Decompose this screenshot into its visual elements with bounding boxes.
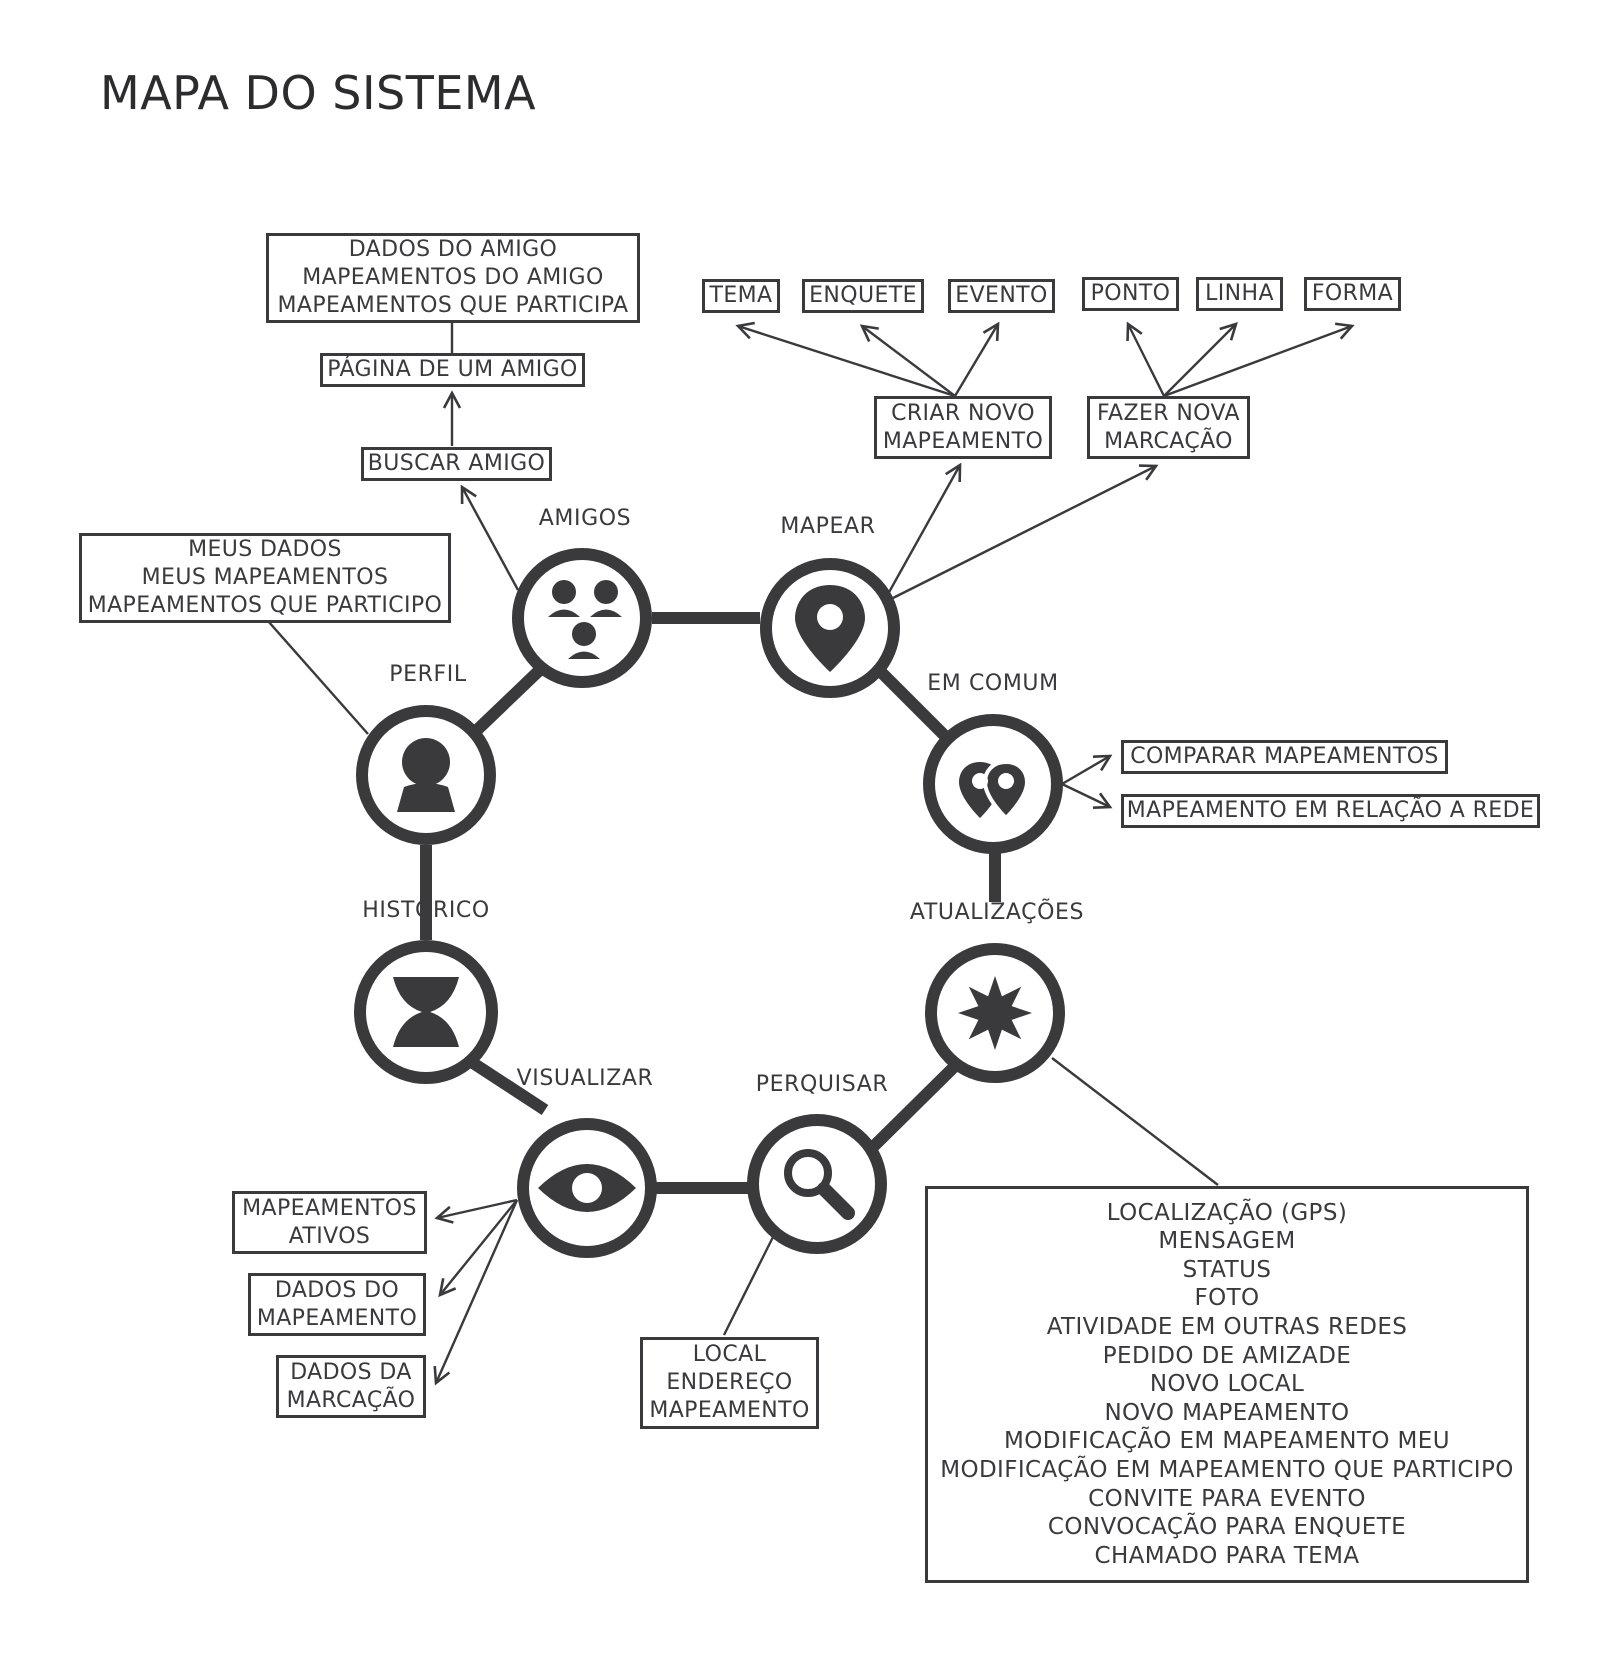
box-enquete: ENQUETE xyxy=(802,279,924,313)
arrow-to-dados-marcacao xyxy=(433,1199,519,1386)
box-forma: FORMA xyxy=(1304,277,1401,311)
list-item: CONVITE PARA EVENTO xyxy=(1088,1485,1366,1512)
list-item: NOVO LOCAL xyxy=(1149,1371,1305,1398)
box-line: ENDEREÇO xyxy=(666,1370,793,1395)
box-fazer-nova-marcacao: FAZER NOVA MARCAÇÃO xyxy=(1087,396,1250,459)
box-ponto: PONTO xyxy=(1082,277,1179,311)
label-em-comum: EM COMUM xyxy=(927,671,1059,696)
label-visualizar: VISUALIZAR xyxy=(516,1066,654,1091)
list-item: STATUS xyxy=(1182,1256,1272,1283)
hourglass-icon xyxy=(393,977,459,1047)
connector-atualizacoes-perquisar xyxy=(869,1060,961,1151)
box-meus-dados: MEUS DADOS MEUS MAPEAMENTOS MAPEAMENTOS … xyxy=(79,533,451,623)
box-local-endereco: LOCAL ENDEREÇO MAPEAMENTO xyxy=(640,1337,819,1429)
box-amigo-dados: DADOS DO AMIGO MAPEAMENTOS DO AMIGO MAPE… xyxy=(266,233,640,323)
box-pagina-amigo: PÁGINA DE UM AMIGO xyxy=(320,353,585,387)
list-item: FOTO xyxy=(1194,1285,1260,1312)
box-tema: TEMA xyxy=(702,279,780,313)
node-perquisar xyxy=(747,1114,887,1254)
overlapping-pins-icon xyxy=(959,759,1030,821)
arrow-to-evento xyxy=(953,321,1000,397)
arrow-to-fazer-nova xyxy=(892,464,1159,600)
arrow-to-ponto xyxy=(1126,321,1166,397)
box-line: DADOS DO AMIGO xyxy=(348,237,558,262)
ring-connectors xyxy=(420,612,1001,1194)
list-item: MODIFICAÇÃO EM MAPEAMENTO QUE PARTICIPO xyxy=(940,1456,1514,1483)
box-line: MARCAÇÃO xyxy=(1104,428,1233,454)
label-perfil: PERFIL xyxy=(389,662,467,687)
magnifier-icon xyxy=(784,1149,855,1220)
list-item: NOVO MAPEAMENTO xyxy=(1104,1399,1350,1426)
box-line: MEUS MAPEAMENTOS xyxy=(141,565,389,590)
connector-visualizar-historico xyxy=(469,1057,549,1116)
thin-connectors xyxy=(267,321,1355,1386)
arrow-to-buscar-amigo xyxy=(460,484,520,591)
arrow-to-dados-mapeamento xyxy=(438,1199,518,1298)
box-line: MAPEAMENTO xyxy=(256,1305,418,1331)
eye-icon xyxy=(538,1164,636,1212)
box-comparar-mapeamentos: COMPARAR MAPEAMENTOS xyxy=(1121,740,1448,774)
list-item: PEDIDO DE AMIZADE xyxy=(1102,1342,1352,1369)
box-line: LOCAL xyxy=(692,1342,767,1367)
box-line: MAPEAMENTOS QUE PARTICIPO xyxy=(87,593,443,618)
arrow-to-criar-novo xyxy=(886,462,962,595)
box-line: MAPEAMENTO xyxy=(649,1398,810,1423)
label-historico: HISTÓRICO xyxy=(362,898,490,923)
map-pin-icon xyxy=(795,585,865,672)
box-line: MAPEAMENTOS xyxy=(242,1195,417,1221)
box-criar-novo-mapeamento: CRIAR NOVO MAPEAMENTO xyxy=(874,396,1052,459)
box-line: ATIVOS xyxy=(288,1223,371,1249)
list-item: CHAMADO PARA TEMA xyxy=(1094,1542,1360,1569)
box-dados-marcacao: DADOS DA MARCAÇÃO xyxy=(276,1355,426,1418)
box-evento: EVENTO xyxy=(948,279,1055,313)
arrow-to-linha xyxy=(1163,322,1238,397)
list-item: LOCALIZAÇÃO (GPS) xyxy=(1106,1199,1348,1226)
list-item: MODIFICAÇÃO EM MAPEAMENTO MEU xyxy=(1004,1428,1450,1455)
star-burst-icon xyxy=(958,976,1032,1050)
box-line: MARCAÇÃO xyxy=(286,1387,416,1413)
user-icon xyxy=(397,738,455,812)
arrow-to-forma xyxy=(1163,322,1355,398)
link-local-endereco xyxy=(722,1236,775,1336)
connector-mapear-em-comum xyxy=(872,663,955,746)
arrow-to-tema xyxy=(735,321,956,398)
arrow-to-mapeamento-rede xyxy=(1061,782,1113,810)
list-item: ATIVIDADE EM OUTRAS REDES xyxy=(1046,1314,1408,1341)
node-amigos xyxy=(512,548,652,688)
box-line: MAPEAMENTOS QUE PARTICIPA xyxy=(277,293,629,318)
connector-perfil-amigos xyxy=(470,658,552,737)
box-linha: LINHA xyxy=(1196,277,1283,311)
label-atualizacoes: ATUALIZAÇÕES xyxy=(909,900,1085,925)
arrow-to-enquete xyxy=(859,324,956,397)
box-line: FAZER NOVA xyxy=(1096,400,1240,426)
box-mapeamentos-ativos: MAPEAMENTOS ATIVOS xyxy=(232,1191,427,1254)
box-line: CRIAR NOVO xyxy=(891,400,1035,426)
box-mapeamento-rede: MAPEAMENTO EM RELAÇÃO A REDE xyxy=(1121,794,1540,828)
box-line: MEUS DADOS xyxy=(188,537,342,562)
box-line: MAPEAMENTOS DO AMIGO xyxy=(302,265,604,290)
page-title: MAPA DO SISTEMA xyxy=(100,66,537,120)
link-meus-dados xyxy=(267,620,369,735)
arrow-to-comparar xyxy=(1061,754,1113,786)
label-mapear: MAPEAR xyxy=(780,514,876,539)
box-line: MAPEAMENTO xyxy=(882,428,1044,454)
link-atualizacoes-lista xyxy=(1051,1057,1219,1186)
list-item: CONVOCAÇÃO PARA ENQUETE xyxy=(1047,1514,1407,1541)
box-dados-mapeamento: DADOS DO MAPEAMENTO xyxy=(248,1273,426,1336)
group-icon xyxy=(548,580,622,659)
box-line: DADOS DO xyxy=(274,1277,400,1303)
box-atualizacoes-lista: LOCALIZAÇÃO (GPS) MENSAGEM STATUS FOTO A… xyxy=(925,1186,1529,1583)
arrow-to-mapeamentos-ativos xyxy=(434,1198,518,1224)
box-buscar-amigo: BUSCAR AMIGO xyxy=(361,447,552,481)
label-perquisar: PERQUISAR xyxy=(755,1072,889,1097)
list-item: MENSAGEM xyxy=(1158,1228,1296,1255)
box-line: DADOS DA xyxy=(290,1359,412,1385)
label-amigos: AMIGOS xyxy=(538,506,632,531)
